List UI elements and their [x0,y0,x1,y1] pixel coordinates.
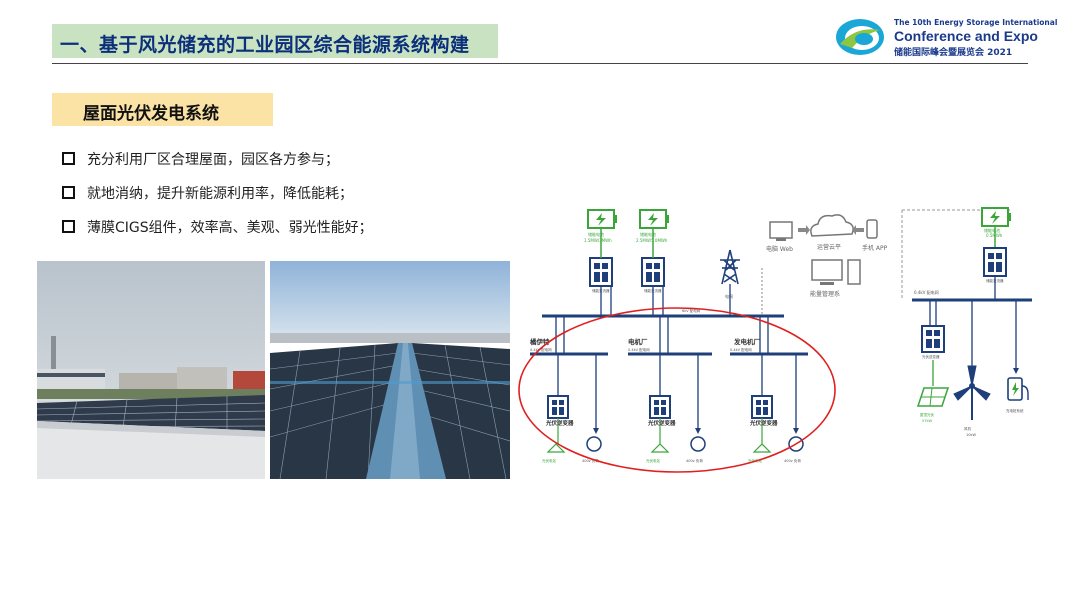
load-label-2: 400v 负荷 [686,458,703,463]
storage-cabinet-icon [983,247,1007,277]
square-bullet-icon [62,151,75,165]
factory1-label: 橘伊特 [529,337,550,346]
inverter-right-icon [921,325,945,353]
storage-cabinet-icon [641,257,665,287]
battery-icon [639,209,669,229]
pv-right-label: 屋顶光伏 [920,412,934,417]
bullet-item: 充分利用厂区合理屋面，园区各方参与； [62,149,339,169]
factory2-label: 电机厂 [628,337,648,346]
power-tower-icon [720,249,740,285]
rooftop-photo-2 [270,261,510,479]
conference-logo: The 10th Energy Storage International Co… [834,14,1057,60]
square-bullet-icon [62,219,75,233]
rooftop-photo-1 [37,261,265,479]
load-label-1: 400v 负荷 [582,458,599,463]
bullet-text: 薄膜CIGS组件，效率高、美观、弱光性能好； [87,220,373,236]
bullet-text: 就地消纳，提升新能源利用率，降低能耗； [87,186,353,202]
bullet-item: 就地消纳，提升新能源利用率，降低能耗； [62,183,353,203]
inverter-group-3 [751,354,804,453]
arrows-icon [798,225,864,235]
ems-computer-icon [811,259,861,285]
pv-source-label-2: 光伏电站 [646,458,660,463]
ems-label: 能量管理系 [810,290,840,298]
wind-label: 风机 [964,426,972,431]
logo-line3: 储能国际峰会暨展览会 2021 [894,48,1013,58]
bullet-item: 薄膜CIGS组件，效率高、美观、弱光性能好； [62,217,373,237]
bus-lv-label-3: 0.4kV 配电网 [730,347,752,352]
title-divider [52,63,1028,64]
inverter-group-1 [546,354,602,453]
storage-cabinet-icon [589,257,613,287]
solar-panel-icon [916,387,950,407]
logo-mark-icon [836,19,884,55]
grid-label: 电网 [725,293,733,299]
load-label-3: 400v 负荷 [784,458,801,463]
inverter-label-3: 光伏逆变器 [749,419,778,427]
page-title: 一、基于风光储充的工业园区综合能源系统构建 [60,34,470,56]
title-bar [52,24,498,58]
mobile-app-label: 手机 APP [862,244,888,252]
logo-line2: Conference and Expo [894,28,1038,44]
right-bus-label: 0.4kV 配电网 [914,289,939,295]
section-heading: 屋面光伏发电系统 [83,104,219,124]
cloud-icon [810,214,854,237]
wind-spec: 10kW [966,433,976,437]
highlight-ellipse [518,307,836,473]
ev-charger-icon [1007,377,1029,401]
monitor-icon [769,221,793,241]
battery2-spec: 2.5MW/5.0MWh [636,238,668,243]
pv-source-label-1: 光伏电站 [542,458,556,463]
section-heading-box [52,93,273,126]
battery3-label: 储能电池 [984,227,1000,233]
mobile-phone-icon [866,219,878,239]
main-bus-label: 6kV 配电网 [682,308,701,313]
bus-lv-label-1: 0.4kV 配电网 [530,347,552,352]
inverter-label-2: 光伏逆变器 [647,419,676,427]
inverter-label-1: 光伏逆变器 [545,419,574,427]
cloud-label: 运营云平 [817,243,841,251]
energy-system-diagram: 储能电池 1.5MW/3MWh 储能电池 2.5MW/5.0MWh 储能变流器 … [518,207,1032,473]
wind-turbine-icon [953,365,991,420]
bullet-text: 充分利用厂区合理屋面，园区各方参与； [87,152,339,168]
bus-lv-label-2: 0.4kV 配电网 [628,347,650,352]
square-bullet-icon [62,185,75,199]
battery1-label: 储能电池 [588,231,604,237]
factory3-label: 发电机厂 [733,337,761,346]
pv-right-spec: 57kW [922,419,932,423]
logo-line1: The 10th Energy Storage International [894,18,1058,27]
battery-icon [587,209,617,229]
charger-label: 充电桩系统 [1006,408,1024,413]
battery1-spec: 1.5MW/3MWh [584,238,612,243]
inverter-group-2 [649,354,706,453]
battery2-label: 储能电池 [640,231,656,237]
inverter-right-label: 光伏逆变器 [922,354,940,359]
battery-icon [981,207,1011,227]
pc-web-label: 电脑 Web [766,245,793,253]
